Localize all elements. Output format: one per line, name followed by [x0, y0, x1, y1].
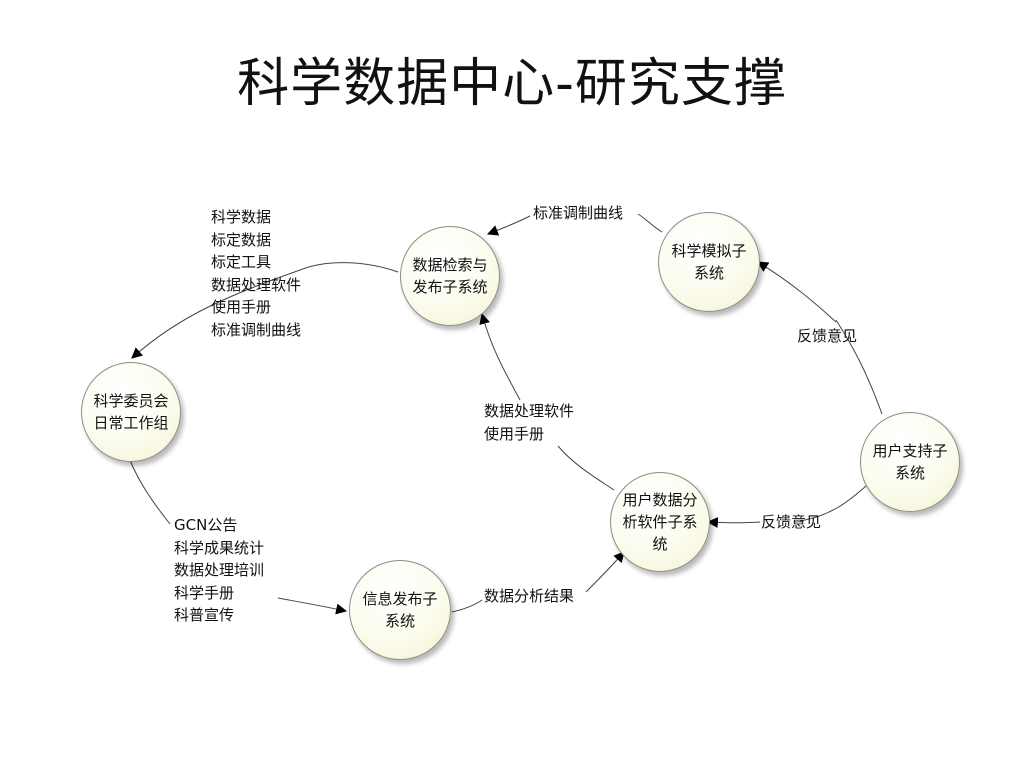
node-label: 系统 [384, 612, 415, 630]
node-info-publish-subsystem: 信息发布子系统 [349, 560, 451, 660]
connector-support-to-analysis-head [706, 517, 761, 528]
label-line: 数据处理软件 [484, 402, 575, 420]
node-label: 统 [652, 535, 668, 553]
connector-sim-to-search [637, 213, 663, 233]
node-label: 数据检索与 [412, 256, 488, 274]
connector-support-to-analysis [799, 485, 867, 522]
label-line: 标准调制曲线 [211, 320, 302, 339]
label-line: 科学手册 [174, 583, 235, 602]
connector-info-to-analysis-head [585, 551, 625, 593]
node-label: 日常工作组 [93, 414, 169, 432]
label-search-outputs: 科学数据 标定数据 标定工具 数据处理软件 使用手册 标准调制曲线 [211, 206, 301, 341]
label-line: 反馈意见 [761, 513, 822, 531]
label-line: 数据处理软件 [211, 275, 302, 294]
connector-analysis-to-search-head [479, 312, 521, 401]
node-label: 析软件子系 [622, 513, 698, 531]
label-line: GCN公告 [174, 516, 238, 534]
node-search-publish-subsystem: 数据检索与发布子系统 [400, 226, 500, 326]
label-line: 反馈意见 [797, 327, 858, 345]
connector-info-to-analysis [451, 599, 483, 613]
label-sim-to-search: 标准调制曲线 [533, 202, 623, 225]
label-line: 标定数据 [211, 230, 272, 249]
label-line: 科普宣传 [174, 606, 235, 624]
label-support-to-sim: 反馈意见 [797, 325, 857, 348]
connector-support-to-sim [835, 319, 883, 415]
label-line: 标准调制曲线 [533, 204, 624, 222]
label-info-to-analysis: 数据分析结果 [484, 585, 574, 608]
node-science-committee: 科学委员会日常工作组 [81, 362, 181, 462]
connector-sim-to-search-head [486, 215, 531, 236]
node-label: 用户数据分 [622, 491, 698, 509]
label-line: 数据分析结果 [484, 587, 575, 605]
page-title: 科学数据中心-研究支撑 [237, 54, 787, 114]
node-label: 科学模拟子 [671, 242, 747, 260]
connector-analysis-to-search [557, 445, 615, 491]
label-line: 标定工具 [211, 253, 272, 271]
label-line: 科学数据 [211, 208, 272, 226]
connector-committee-to-info-head [277, 597, 348, 615]
connector-support-to-sim-head [757, 261, 837, 323]
node-label: 系统 [693, 264, 724, 282]
node-user-support-subsystem: 用户支持子系统 [860, 412, 960, 512]
node-science-simulation-subsystem: 科学模拟子系统 [658, 212, 760, 312]
label-line: 使用手册 [484, 424, 545, 443]
node-user-analysis-software-subsystem: 用户数据分析软件子系统 [610, 472, 710, 572]
label-line: 数据处理培训 [174, 561, 265, 579]
label-support-to-analysis: 反馈意见 [761, 511, 821, 534]
node-label: 发布子系统 [412, 278, 488, 296]
label-line: 科学成果统计 [174, 538, 265, 557]
connector-search-to-committee [131, 262, 399, 359]
label-analysis-to-search: 数据处理软件 使用手册 [484, 400, 574, 445]
label-committee-outputs: GCN公告 科学成果统计 数据处理培训 科学手册 科普宣传 [174, 514, 264, 627]
label-line: 使用手册 [211, 298, 272, 316]
node-label: 用户支持子 [872, 442, 948, 460]
node-label: 系统 [894, 464, 925, 482]
connector-committee-to-info [128, 457, 171, 525]
node-label: 信息发布子 [362, 590, 438, 608]
node-label: 科学委员会 [93, 392, 169, 410]
